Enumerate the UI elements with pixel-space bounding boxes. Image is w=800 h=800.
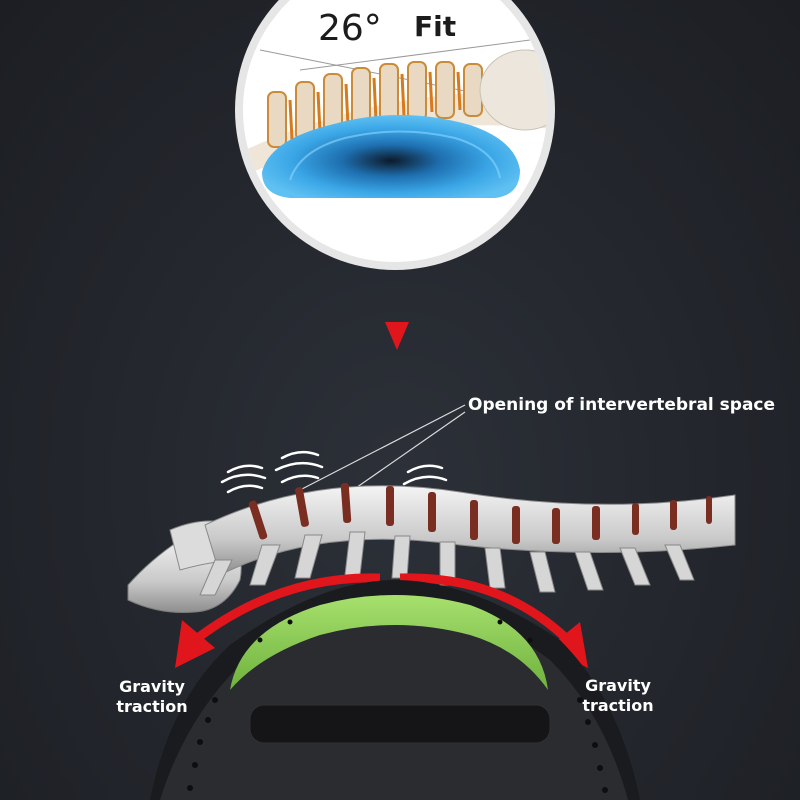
vibration-icon: [220, 450, 448, 498]
right-arrowhead-icon: [548, 622, 588, 668]
gravity-left-line1: Gravity: [119, 677, 185, 696]
callout-lines: [299, 404, 466, 493]
fit-label: Fit: [414, 10, 457, 43]
gravity-right-line2: traction: [582, 696, 654, 715]
left-arrowhead-icon: [175, 620, 215, 668]
inset-vertebrae: [267, 61, 483, 148]
angle-label: 26°: [318, 8, 382, 49]
back-stretcher: [150, 580, 640, 800]
intervertebral-callout: Opening of intervertebral space: [468, 395, 776, 415]
gravity-right-line1: Gravity: [585, 676, 651, 695]
traction-arrows: [175, 573, 588, 668]
down-arrow-icon: [385, 322, 409, 350]
gravity-traction-left: Gravity traction: [112, 677, 192, 717]
inset-circle: [235, 0, 555, 270]
gravity-left-line2: traction: [116, 697, 188, 716]
spine-illustration: [127, 482, 736, 613]
blue-pad: [262, 115, 520, 198]
gravity-traction-right: Gravity traction: [578, 676, 658, 716]
